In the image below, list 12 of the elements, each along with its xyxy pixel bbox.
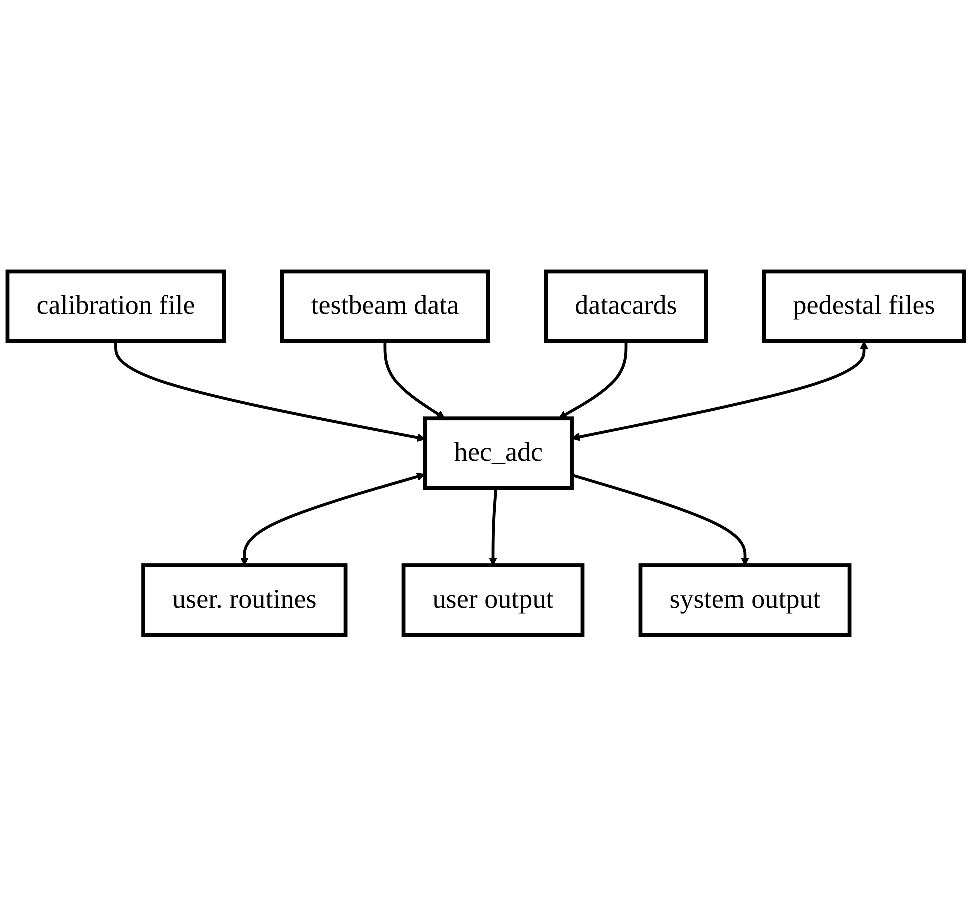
node-box: system output — [638, 564, 852, 638]
arrow — [489, 488, 498, 566]
node-box: datacards — [544, 270, 708, 344]
arrow — [558, 341, 628, 420]
arrow — [240, 472, 426, 566]
node-box: user. routines — [142, 564, 348, 638]
arrow — [384, 341, 446, 420]
node-box: calibration file — [6, 270, 226, 344]
node-box: pedestal files — [762, 270, 966, 344]
node-box: user output — [402, 564, 585, 638]
node-box: testbeam data — [280, 270, 490, 344]
node-box: hec_adc — [424, 416, 574, 490]
